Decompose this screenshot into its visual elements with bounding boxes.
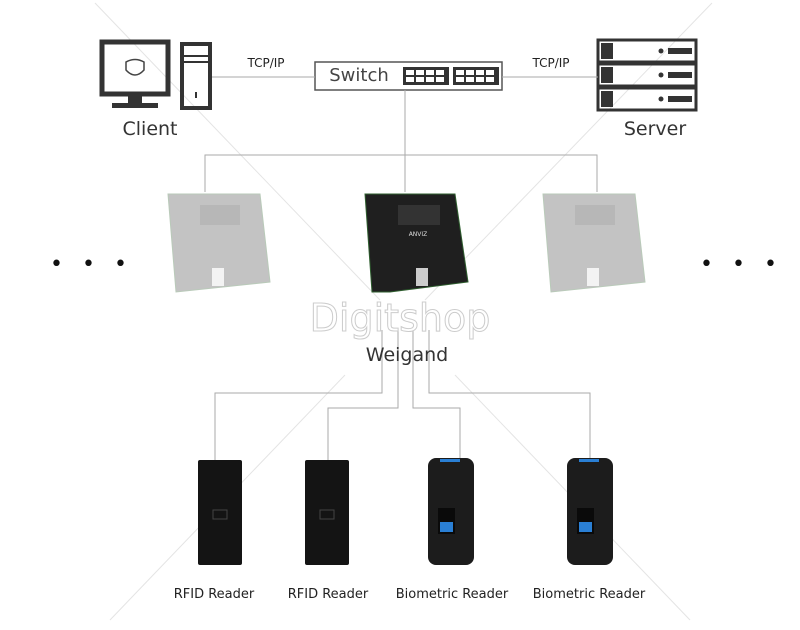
biometric-reader-device-2: [567, 458, 613, 565]
server-icon: [596, 38, 698, 112]
rfid-reader-device-2: [305, 460, 349, 565]
watermark-text: Digitshop: [309, 296, 491, 341]
reader-label-2: RFID Reader: [287, 587, 369, 602]
tcpip-right-label: TCP/IP: [532, 56, 570, 70]
more-controllers-right-ellipsis: • • •: [700, 252, 783, 277]
client-label: Client: [122, 118, 178, 140]
svg-text:ANVIZ: ANVIZ: [409, 231, 428, 238]
rfid-reader-device-1: [198, 460, 242, 565]
more-controllers-left-ellipsis: • • •: [50, 252, 133, 277]
client-computer-icon: [99, 39, 212, 110]
connection-lines: [204, 76, 598, 460]
weigand-label: Weigand: [365, 344, 449, 366]
controller-board-main: ANVIZ: [364, 193, 469, 293]
server-label: Server: [623, 118, 687, 140]
reader-label-3: Biometric Reader: [395, 587, 509, 602]
controller-board-left: [167, 193, 271, 293]
tcpip-left-label: TCP/IP: [247, 56, 285, 70]
switch-label: Switch: [329, 65, 389, 86]
reader-label-1: RFID Reader: [173, 587, 255, 602]
network-switch: [314, 61, 503, 91]
controller-board-right: [542, 193, 646, 293]
biometric-reader-device-1: [428, 458, 474, 565]
reader-label-4: Biometric Reader: [532, 587, 646, 602]
